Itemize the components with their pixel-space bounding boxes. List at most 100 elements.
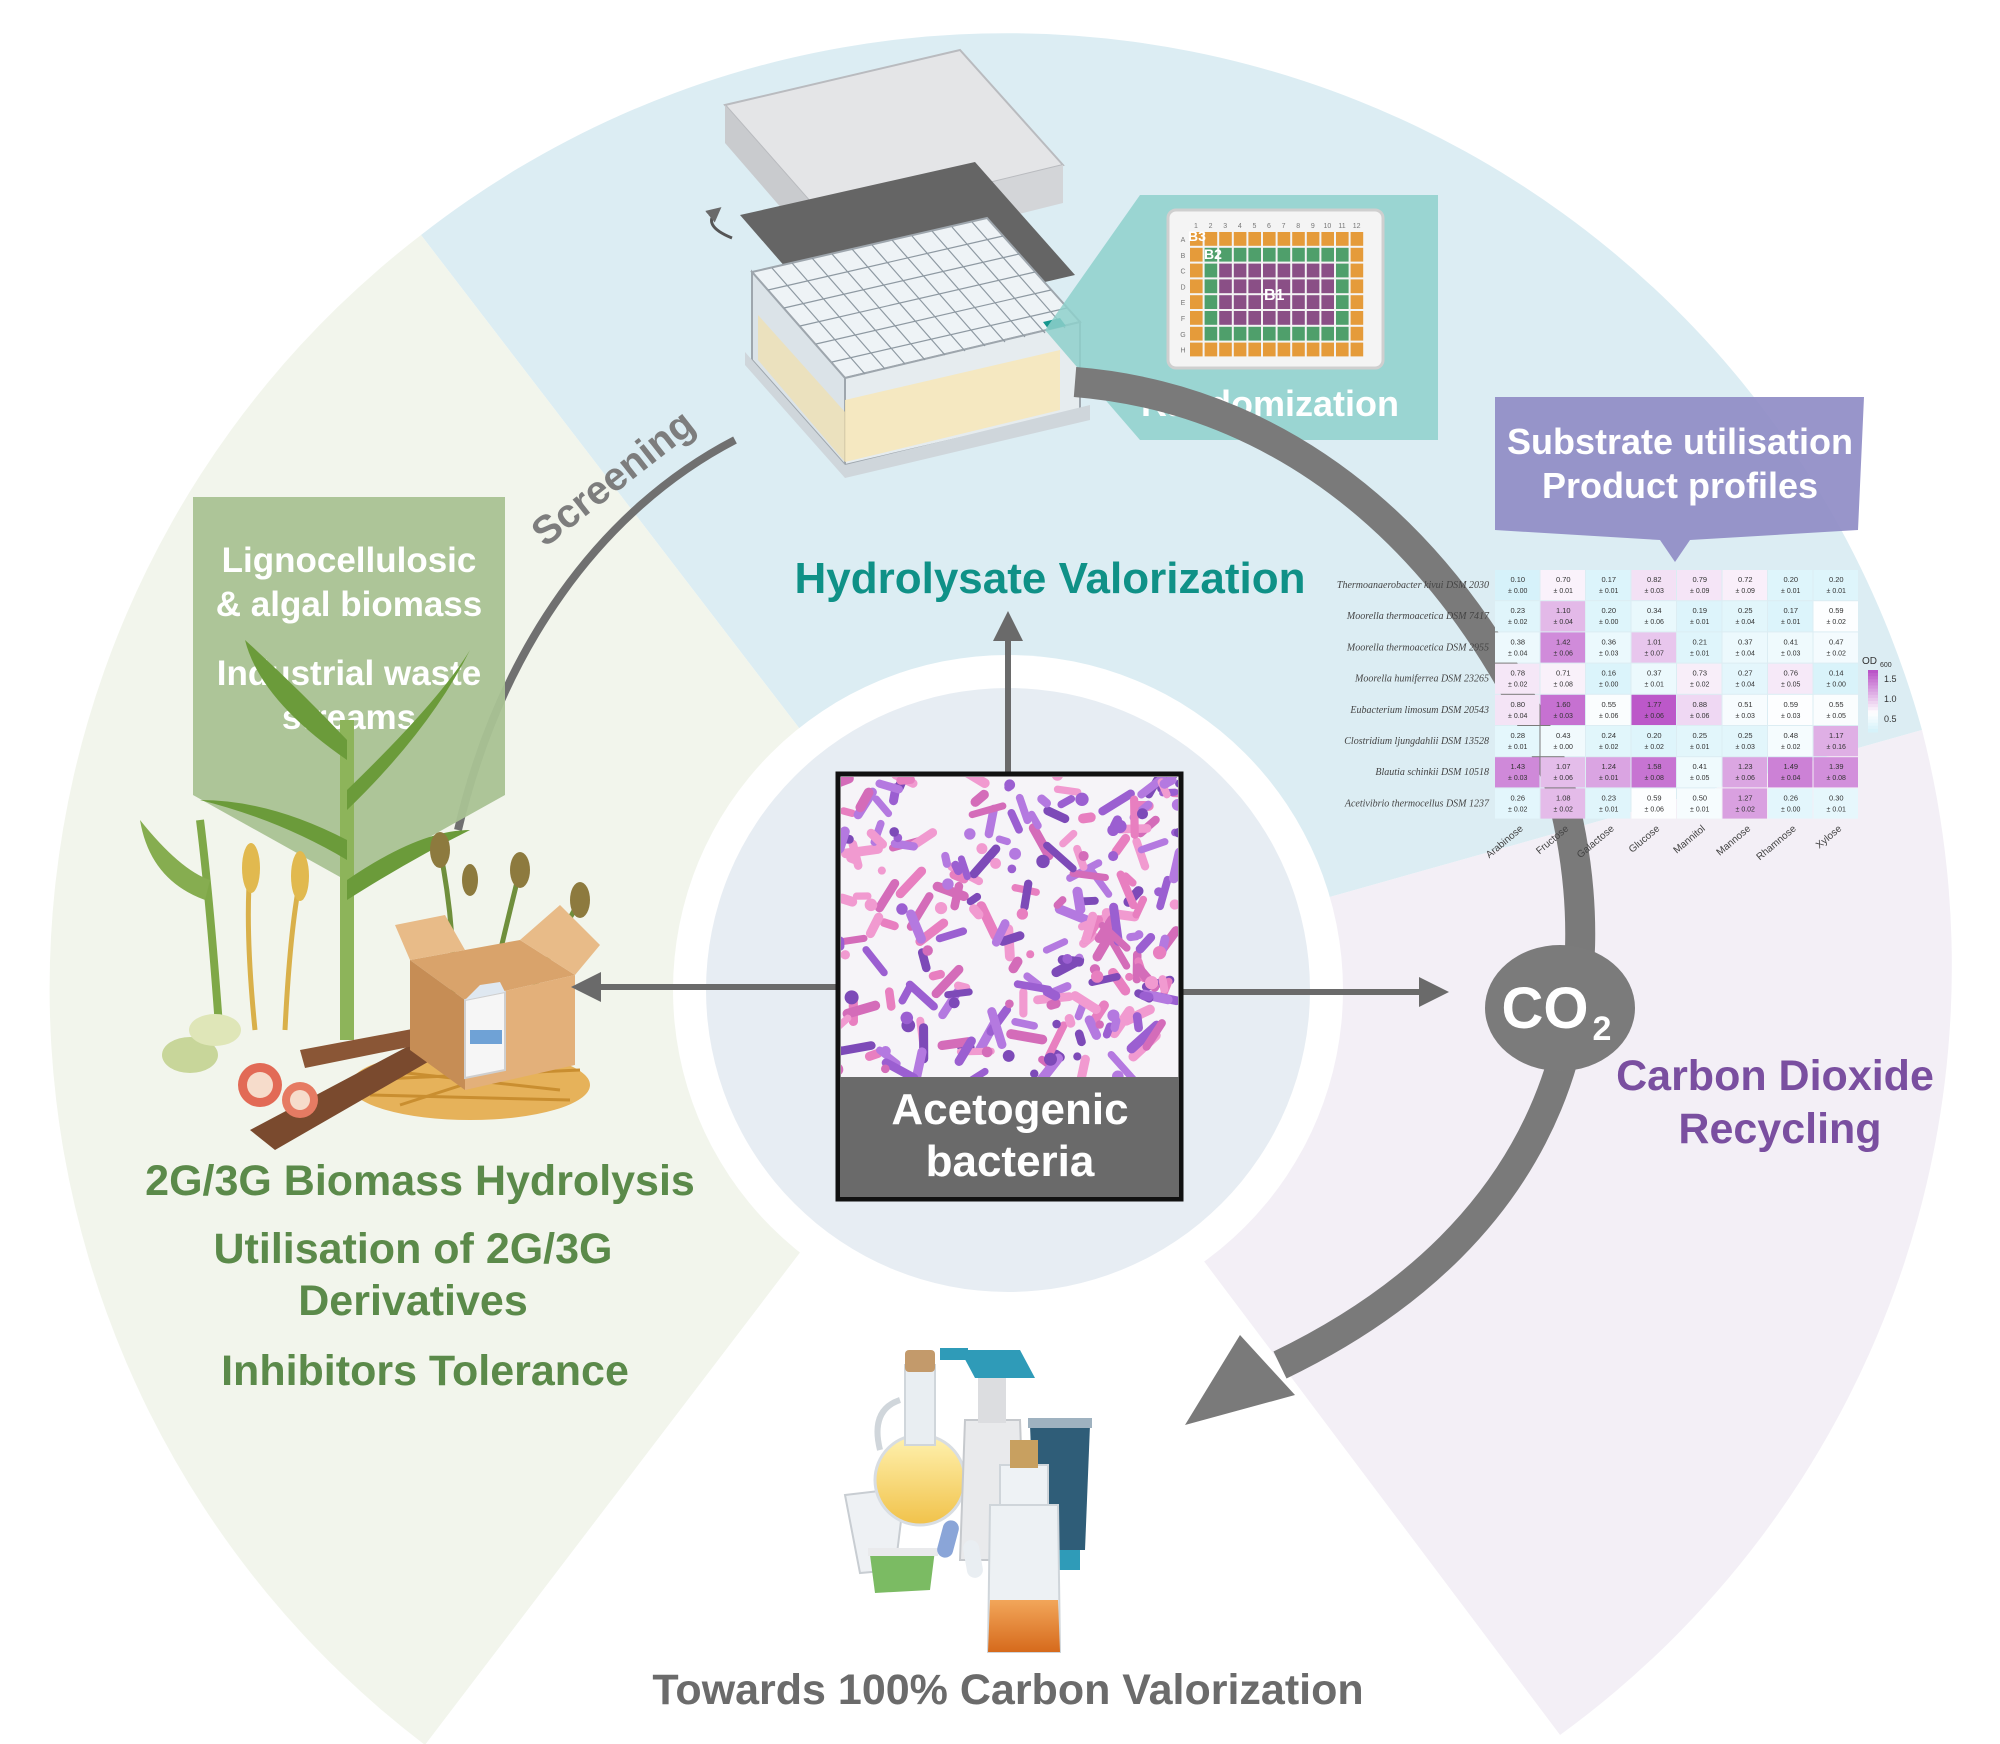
bacterium-rod bbox=[1046, 998, 1061, 1010]
plate-well bbox=[1219, 326, 1232, 341]
plate-well bbox=[1190, 326, 1203, 341]
heatmap-error: ± 0.07 bbox=[1645, 650, 1665, 657]
bacterium-rod bbox=[1069, 869, 1109, 882]
legend-step bbox=[1868, 691, 1878, 696]
bacterium-rod bbox=[931, 964, 964, 999]
heatmap-cell bbox=[1768, 632, 1813, 663]
bacterium-rod bbox=[1098, 921, 1131, 952]
plate-well bbox=[1263, 311, 1276, 325]
plate-row-label: B bbox=[1181, 253, 1186, 260]
heatmap-error: ± 0.02 bbox=[1736, 806, 1756, 813]
bacterium-coccus bbox=[934, 901, 948, 915]
heatmap-error: ± 0.00 bbox=[1827, 682, 1847, 689]
plate-well bbox=[1321, 263, 1334, 278]
feedstock-callout bbox=[193, 497, 505, 882]
bacterium-rod bbox=[1126, 1020, 1162, 1054]
plate-well bbox=[1233, 342, 1247, 357]
plate-col-label: 1 bbox=[1194, 223, 1198, 230]
plate-well bbox=[1233, 295, 1247, 309]
bacterium-rod bbox=[852, 892, 872, 900]
plate-well bbox=[1350, 342, 1364, 357]
heatmap-error: ± 0.02 bbox=[1508, 806, 1528, 813]
bacterium-rod bbox=[866, 828, 888, 849]
bacterium-coccus bbox=[1111, 1070, 1124, 1077]
plate-well bbox=[1233, 263, 1247, 278]
plate-col-label: 5 bbox=[1252, 223, 1256, 230]
heatmap-cell bbox=[1586, 726, 1631, 757]
heatmap-error: ± 0.01 bbox=[1645, 682, 1665, 689]
bacterium-rod bbox=[905, 980, 938, 1011]
heatmap-value: 1.27 bbox=[1738, 793, 1753, 802]
plate-well bbox=[1336, 311, 1349, 325]
bacterium-coccus bbox=[1005, 999, 1014, 1009]
plate-col-label: 12 bbox=[1353, 223, 1361, 230]
legend-title: OD bbox=[1862, 656, 1877, 667]
plate-well bbox=[1277, 326, 1291, 341]
plate-well bbox=[1350, 247, 1364, 262]
plate-well bbox=[1336, 279, 1349, 294]
heatmap-value: 0.30 bbox=[1829, 793, 1844, 802]
bacterium-rod bbox=[1006, 1029, 1048, 1045]
legend-step bbox=[1868, 676, 1878, 680]
heatmap-error: ± 0.08 bbox=[1827, 775, 1847, 782]
heatmap-value: 0.10 bbox=[1510, 575, 1525, 584]
plate-well bbox=[1248, 247, 1261, 262]
plate-col-label: 11 bbox=[1338, 223, 1345, 230]
heatmap-error: ± 0.01 bbox=[1781, 619, 1801, 626]
heatmap-value: 0.59 bbox=[1829, 606, 1844, 615]
legend-tick: 1.5 bbox=[1884, 674, 1897, 684]
bacterium-rod bbox=[1156, 875, 1172, 911]
bacterium-rod bbox=[1132, 1012, 1143, 1033]
bacterium-coccus bbox=[964, 828, 976, 840]
bacterium-rod bbox=[1045, 1021, 1068, 1060]
bacterium-coccus bbox=[1062, 953, 1073, 964]
bacterium-coccus bbox=[1144, 976, 1159, 990]
heatmap-error: ± 0.01 bbox=[1690, 806, 1710, 813]
legend-step bbox=[1868, 713, 1878, 717]
heatmap-cell bbox=[1540, 694, 1585, 725]
heatmap-cell bbox=[1495, 757, 1540, 788]
heatmap-error: ± 0.06 bbox=[1554, 775, 1574, 782]
bacterium-rod bbox=[910, 1047, 927, 1077]
heatmap-value: 0.25 bbox=[1738, 731, 1753, 740]
bacterium-coccus bbox=[880, 1046, 891, 1057]
co2-badge bbox=[1485, 945, 1635, 1071]
heatmap-value: 0.73 bbox=[1692, 669, 1707, 678]
plate-well bbox=[1204, 326, 1218, 341]
bacterium-rod bbox=[1020, 879, 1033, 912]
bacterium-coccus bbox=[1007, 864, 1017, 874]
bacterium-rod bbox=[896, 777, 915, 785]
heatmap-cell bbox=[1631, 726, 1676, 757]
center-line1: Acetogenic bbox=[891, 1085, 1128, 1134]
heatmap-cell bbox=[1722, 663, 1767, 694]
legend-step bbox=[1868, 679, 1878, 683]
bacterium-rod bbox=[976, 901, 1001, 941]
legend-step bbox=[1868, 719, 1878, 724]
plate-well bbox=[1248, 232, 1261, 246]
plate-well bbox=[1336, 342, 1349, 357]
bacterium-coccus bbox=[948, 997, 960, 1009]
bacterium-coccus bbox=[1016, 908, 1029, 920]
heatmap-error: ± 0.01 bbox=[1599, 775, 1619, 782]
plate-well bbox=[1306, 326, 1320, 341]
heatmap-error: ± 0.03 bbox=[1781, 713, 1801, 720]
heatmap-error: ± 0.00 bbox=[1554, 744, 1574, 751]
plate-col-label: 8 bbox=[1296, 223, 1300, 230]
heatmap-error: ± 0.01 bbox=[1599, 806, 1619, 813]
bacterium-coccus bbox=[1036, 854, 1050, 869]
heatmap-error: ± 0.05 bbox=[1827, 713, 1847, 720]
bacterium-rod bbox=[872, 795, 893, 818]
heatmap-value: 0.20 bbox=[1601, 606, 1616, 615]
heatmap-error: ± 0.01 bbox=[1690, 744, 1710, 751]
bacterium-rod bbox=[1074, 1054, 1090, 1077]
bacterium-coccus bbox=[1169, 899, 1178, 910]
heatmap-value: 1.49 bbox=[1783, 762, 1798, 771]
legend-step bbox=[1868, 673, 1878, 677]
bacterium-rod bbox=[855, 787, 874, 813]
bacteria-image bbox=[841, 777, 1178, 1077]
plate-well bbox=[1336, 295, 1349, 309]
heatmap-error: ± 0.02 bbox=[1781, 744, 1801, 751]
plate-row-label: G bbox=[1180, 332, 1185, 339]
bacterium-rod bbox=[1132, 895, 1148, 919]
